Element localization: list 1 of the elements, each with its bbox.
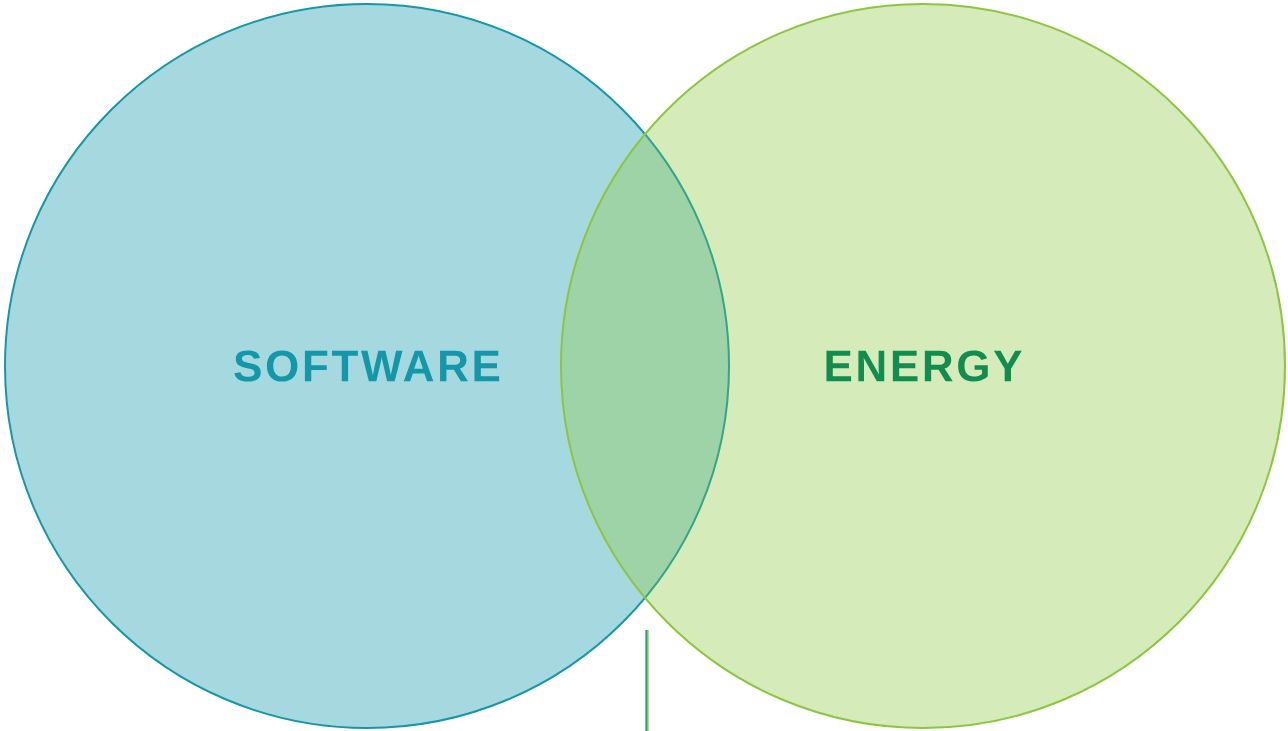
node-label: ENERGY	[826, 350, 1022, 382]
